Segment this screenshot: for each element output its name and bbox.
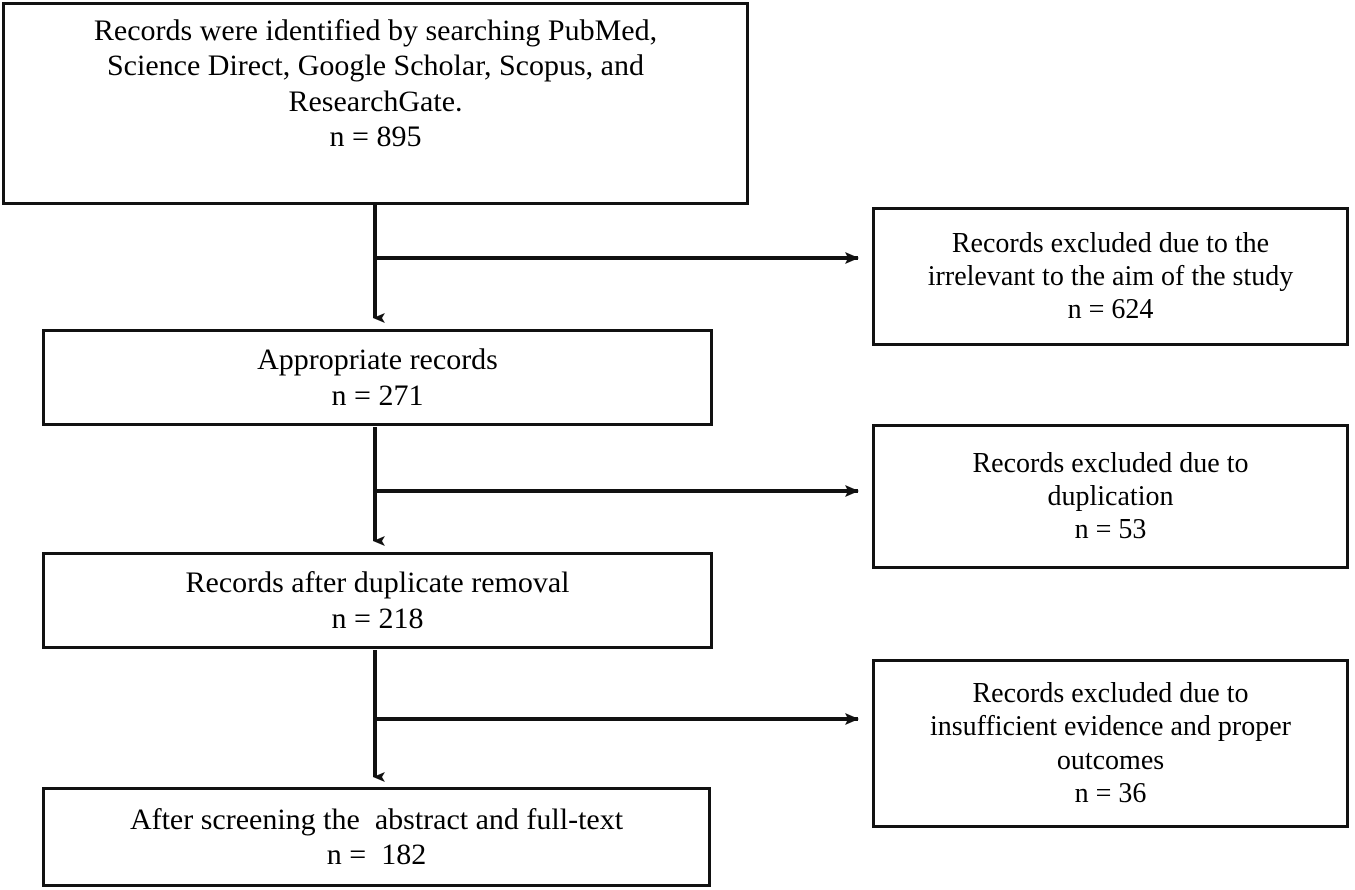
box-line: ResearchGate. xyxy=(288,84,463,118)
box-line: Records after duplicate removal xyxy=(185,566,570,600)
box-excluded-insufficient-evidence: Records excluded due to insufficient evi… xyxy=(872,659,1349,828)
box-count: n = 218 xyxy=(331,601,424,635)
connector-appropriate xyxy=(373,427,859,546)
box-line: insufficient evidence and proper xyxy=(929,711,1291,743)
box-count: n = 271 xyxy=(331,378,424,412)
box-line: irrelevant to the aim of the study xyxy=(927,260,1294,292)
connector-identified xyxy=(373,205,859,323)
box-after-screening-abstract-fulltext: After screening the abstract and full-te… xyxy=(42,787,711,887)
box-excluded-irrelevant: Records excluded due to the irrelevant t… xyxy=(872,207,1349,346)
box-count: n = 895 xyxy=(329,120,422,154)
box-appropriate-records: Appropriate records n = 271 xyxy=(42,329,713,426)
box-line: Appropriate records xyxy=(257,343,498,377)
box-count: n = 53 xyxy=(1074,514,1147,546)
box-line: After screening the abstract and full-te… xyxy=(129,802,624,836)
box-records-after-duplicate-removal: Records after duplicate removal n = 218 xyxy=(42,552,713,649)
box-records-identified: Records were identified by searching Pub… xyxy=(2,2,749,205)
box-line: outcomes xyxy=(1056,744,1165,776)
box-count: n = 36 xyxy=(1074,777,1147,809)
box-excluded-duplication: Records excluded due to duplication n = … xyxy=(872,424,1349,569)
box-count: n = 624 xyxy=(1067,294,1154,326)
box-line: Records excluded due to xyxy=(972,678,1249,710)
box-line: Records excluded due to xyxy=(972,447,1249,479)
connector-after-duplicate-removal xyxy=(373,650,859,782)
box-line: duplication xyxy=(1047,480,1174,512)
box-line: Records excluded due to the xyxy=(951,227,1270,259)
box-count: n = 182 xyxy=(326,838,427,871)
box-line: Science Direct, Google Scholar, Scopus, … xyxy=(107,49,644,83)
box-line: Records were identified by searching Pub… xyxy=(93,14,658,47)
